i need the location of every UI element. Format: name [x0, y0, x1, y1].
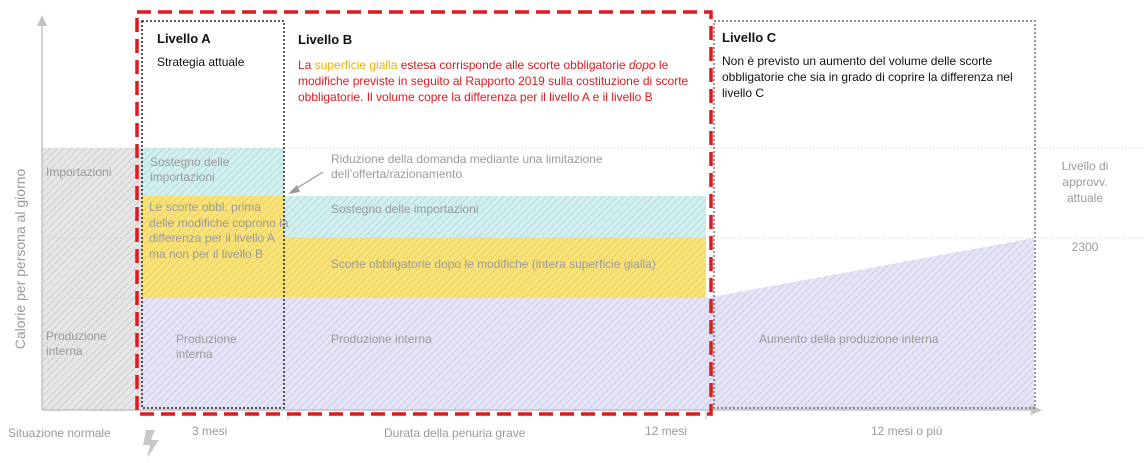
level-b-text-part2: estesa corrisponde alle scorte obbligato… — [397, 58, 629, 72]
x-label-middle: Durata della penuria grave — [384, 426, 526, 440]
area-a-imports — [142, 148, 284, 196]
category-band — [42, 148, 142, 410]
area-domestic-production — [142, 298, 706, 410]
y-axis-arrow — [37, 15, 47, 26]
row-label-domestic: Produzione interna — [46, 329, 107, 359]
demand-reduction-arrowhead — [288, 185, 300, 194]
label-a-domestic: Produzione interna — [176, 332, 237, 362]
area-c-domestic — [706, 238, 1034, 410]
label-c-domestic: Aumento della produzione interna — [759, 332, 939, 346]
area-b-stocks — [284, 238, 706, 298]
x-label-start: Situazione normale — [8, 426, 111, 440]
label-a-stocks: Le scorte obbl. prima delle modifiche co… — [149, 200, 289, 261]
level-b-text-part3: le modifiche previste in seguito al Rapp… — [298, 58, 689, 104]
lightning-icon — [143, 430, 159, 458]
y-axis-label: Calorie per persona al giorno — [12, 168, 29, 350]
level-b-box — [135, 10, 713, 416]
row-label-imports: Importazioni — [46, 165, 112, 179]
x-label-end: 12 mesi o più — [871, 424, 943, 438]
label-demand-reduction: Riduzione della domanda mediante una lim… — [331, 152, 603, 182]
level-c-title: Livello C — [722, 30, 777, 45]
level-b-text-intro: La — [298, 58, 315, 72]
area-a-stocks — [142, 196, 284, 298]
current-supply-value: 2300 — [1071, 240, 1099, 254]
level-c-text: Non è previsto un aumento del volume del… — [722, 54, 1013, 100]
level-c-box — [713, 20, 1036, 409]
level-a-title: Livello A — [157, 31, 211, 46]
x-label-tick-1: 3 mesi — [192, 424, 228, 438]
level-b-text-italic: dopo — [628, 58, 656, 72]
label-b-stocks: Scorte obbligatorie dopo le modifiche (i… — [331, 257, 656, 271]
demand-reduction-arrow — [293, 171, 324, 191]
label-b-imports: Sostegno delle importazioni — [331, 202, 479, 216]
level-a-box — [141, 20, 285, 409]
x-label-tick-2: 12 mesi — [645, 424, 688, 438]
label-b-domestic: Produzione interna — [331, 332, 432, 346]
level-a-text: Strategia attuale — [157, 55, 245, 69]
current-supply-label: Livello di approvv. attuale — [1061, 159, 1109, 206]
x-axis-arrow — [1031, 405, 1042, 415]
level-b-text-highlight: superficie gialla — [314, 58, 398, 72]
area-b-imports — [284, 196, 706, 238]
label-a-imports: Sostegno delle importazioni — [150, 155, 230, 185]
level-b-title: Livello B — [298, 32, 353, 47]
level-b-text: La superficie gialla estesa corrisponde … — [298, 58, 702, 105]
